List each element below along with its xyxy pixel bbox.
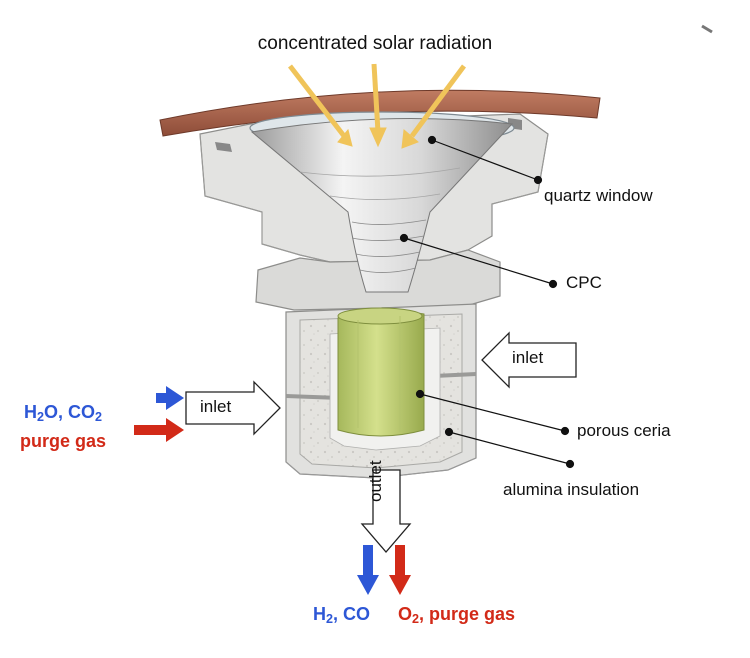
inlet-left-arrow bbox=[185, 380, 281, 436]
label-purge-gas-in: purge gas bbox=[20, 431, 107, 451]
cpc-cone bbox=[250, 118, 514, 293]
label-porous-ceria: porous ceria bbox=[577, 421, 671, 440]
bolt-left bbox=[215, 142, 232, 152]
label-cpc: CPC bbox=[566, 273, 602, 292]
label-quartz-window: quartz window bbox=[544, 186, 653, 205]
leader-lines bbox=[399, 135, 575, 469]
input-gas-arrows bbox=[134, 386, 184, 442]
porous-ceria bbox=[337, 310, 425, 437]
inlet-right-arrow bbox=[481, 331, 577, 389]
solar-radiation-arrows bbox=[288, 63, 467, 149]
label-concentrated-solar-radiation: concentrated solar radiation bbox=[257, 33, 493, 54]
label-alumina-insulation: alumina insulation bbox=[503, 480, 640, 499]
label-h2o-co2: H2O, CO2 bbox=[24, 402, 103, 425]
label-inlet-left: inlet bbox=[200, 397, 232, 416]
label-inlet-right: inlet bbox=[512, 348, 544, 367]
outlet-arrow bbox=[360, 469, 412, 553]
label-o2-purge-gas: O2, purge gas bbox=[398, 604, 516, 627]
corner-mark bbox=[701, 24, 713, 34]
output-gas-arrows bbox=[357, 545, 411, 595]
label-h2-co: H2, CO bbox=[313, 604, 371, 627]
label-outlet: outlet bbox=[366, 460, 385, 502]
